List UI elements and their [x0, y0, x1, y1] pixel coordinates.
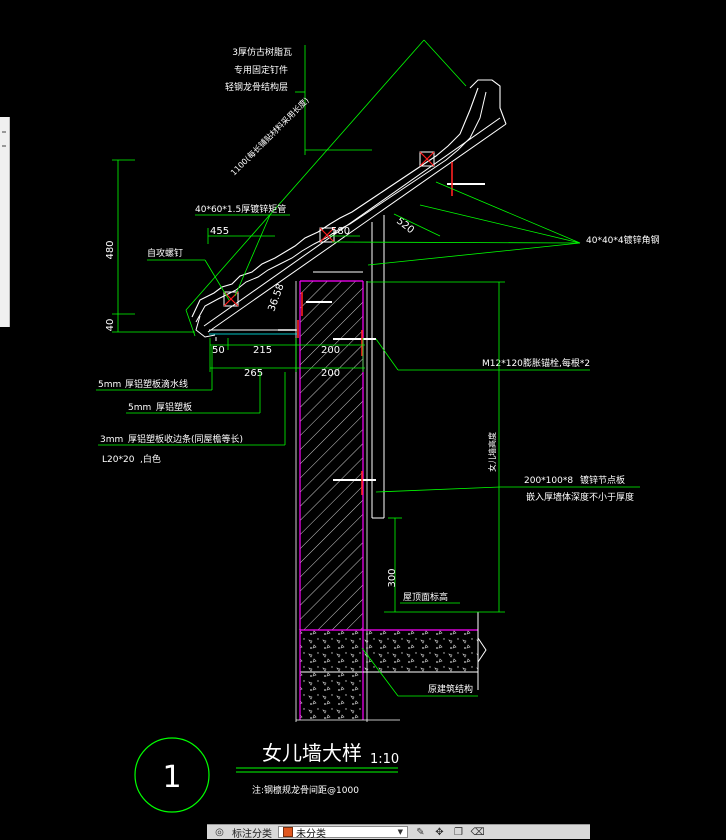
purlin-section [419, 151, 435, 167]
detail-note: 注:钢檩规龙骨间距@1000 [252, 784, 359, 796]
purlin-section [319, 227, 335, 243]
label-fastener: 专用固定钉件 [234, 64, 288, 76]
detail-title-block: 1 女儿墙大样 1:10 注:钢檩规龙骨间距@1000 [134, 737, 399, 813]
dimension-300: 300 [387, 517, 402, 612]
label-embed-plate-note: 嵌入厚墙体深度不小于厚度 [526, 491, 634, 503]
copy-icon[interactable]: ❐ [454, 826, 463, 838]
dim-40: 40 [105, 319, 116, 332]
dim-200-upper: 200 [321, 345, 340, 356]
embed-leader [375, 486, 501, 493]
label-steel-layer: 轻钢龙骨结构层 [225, 81, 288, 93]
anchor-bolt [278, 320, 299, 338]
label-embed-plate: 200*100*8 [524, 476, 573, 486]
category-select[interactable]: 未分类 ▼ [278, 826, 408, 840]
concrete-slab [296, 612, 487, 721]
label-wall-height: 女儿墙高度 [487, 432, 497, 472]
move-icon[interactable]: ✥ [435, 826, 444, 838]
anchor-bolt [447, 162, 485, 196]
edit-icon[interactable]: ✎ [416, 826, 425, 838]
dim-36-58: 36.58 [266, 282, 286, 313]
category-value: 未分类 [296, 828, 326, 840]
anchor-bolt [333, 330, 376, 356]
wall-height-dimension [367, 281, 505, 613]
label-drip-thk: 5mm [98, 380, 121, 390]
tab-grip-mark [2, 145, 6, 147]
label-tapping-screw: 自攻螺钉 [147, 247, 183, 259]
dim-50: 50 [212, 345, 225, 356]
anchor-bolt [301, 292, 332, 316]
detail-scale: 1:10 [370, 752, 399, 767]
label-angle-small: L20*20 [102, 455, 135, 465]
delete-icon[interactable]: ⌫ [470, 826, 485, 838]
label-angle-steel: 40*40*4镀锌角钢 [586, 234, 660, 246]
dimension-455: 455 [207, 226, 275, 244]
angle-steel-leaders [331, 181, 581, 266]
detail-number-circle [134, 737, 210, 813]
dim-455: 455 [210, 226, 229, 237]
label-anchor-bolt-desc: 膨胀锚栓,每根*2 [523, 357, 590, 369]
dim-265: 265 [244, 368, 263, 379]
dimension-580: 580 [330, 226, 360, 237]
anchor-bolt [333, 471, 376, 495]
left-panel-tab[interactable] [0, 117, 10, 327]
screw-leader [204, 259, 230, 301]
detail-title: 女儿墙大样 [262, 741, 362, 765]
category-color-swatch [283, 827, 293, 837]
label-tile-length: 1100(每长铺贴材料采用长度) [228, 95, 310, 177]
purlin-leader [234, 214, 271, 297]
detail-number: 1 [162, 760, 181, 795]
alu-board-leader [126, 372, 261, 414]
label-angle-small-color: ,白色 [140, 453, 161, 465]
label-alu-board: 厚铝塑板 [156, 401, 192, 413]
label-structure: 原建筑结构 [428, 683, 473, 695]
dim-200-lower: 200 [321, 368, 340, 379]
dim-580: 580 [331, 226, 350, 237]
bolt-leader [375, 338, 399, 371]
dim-300: 300 [387, 568, 398, 587]
dim-215: 215 [253, 345, 272, 356]
tab-grip-mark [2, 131, 6, 133]
roof-tile-profile [191, 79, 507, 338]
toolbar-label: 标注分类 [232, 828, 272, 840]
label-alu-thk: 5mm [128, 403, 151, 413]
dimension-vertical-left: 480 40 [105, 159, 195, 333]
label-purlin: 40*60*1.5厚镀锌矩管 [195, 203, 286, 215]
tile-length-dimension [185, 39, 467, 337]
structure-leader [361, 647, 399, 697]
annotation-toolbar: ◎ 标注分类 未分类 ▼ ✎ ✥ ❐ ⌫ [207, 824, 590, 840]
label-drip-line: 厚铝塑板滴水线 [125, 378, 188, 390]
label-embed-plate-desc: 镀锌节点板 [580, 474, 625, 486]
label-tile: 3厚仿古树脂瓦 [232, 46, 292, 58]
label-edge-strip: 厚铝塑板收边条(同屋檐等长) [128, 433, 243, 445]
annotation-icon[interactable]: ◎ [215, 826, 224, 838]
label-roof-face: 屋顶面标高 [403, 591, 448, 603]
dimension-520: 520 [393, 213, 441, 237]
chevron-down-icon: ▼ [397, 828, 403, 836]
edge-strip-leader [98, 372, 286, 446]
dimension-bottom-row: 50 215 200 265 200 [209, 338, 365, 379]
tile-leader [295, 45, 372, 155]
dim-480: 480 [105, 240, 116, 259]
label-anchor-bolt: M12*120 [482, 359, 523, 369]
dim-520: 520 [394, 216, 416, 236]
drip-line-leader [96, 346, 213, 391]
label-edge-thk: 3mm [100, 435, 123, 445]
